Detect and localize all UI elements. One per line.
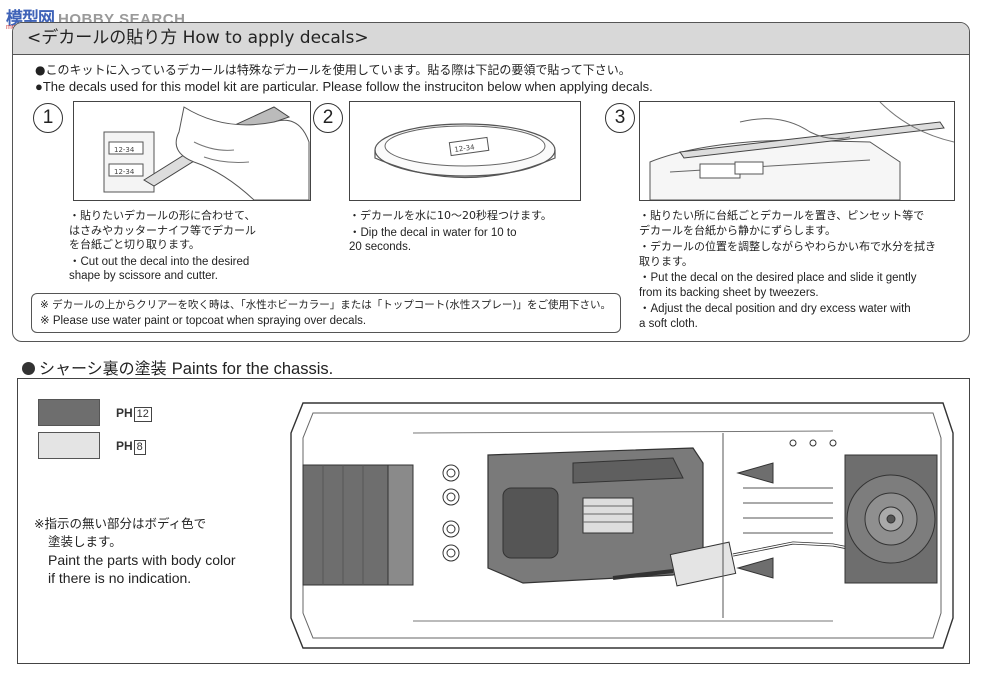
decal-section-header: <デカールの貼り方 How to apply decals>: [13, 23, 969, 55]
body-color-note: ※指示の無い部分はボディ色で 塗装します。 Paint the parts wi…: [34, 515, 236, 587]
cut-decal-illustration: 12-34 12-34: [103, 106, 310, 201]
decal-instructions-panel: <デカールの貼り方 How to apply decals> ●このキットに入っ…: [12, 22, 970, 342]
chassis-underside-diagram: [290, 402, 954, 649]
step-3-text-jp-1: ・貼りたい所に台紙ごとデカールを置き、ピンセット等で デカールを台紙から静かにず…: [639, 209, 925, 237]
paint-prefix: PH: [116, 439, 133, 453]
paint-swatch-ph12: [38, 399, 100, 426]
apply-decal-illustration: [649, 101, 955, 201]
decal-sample-label-3: 12-34: [454, 143, 476, 154]
step-2-text-en: ・Dip the decal in water for 10 to 20 sec…: [349, 226, 517, 254]
paint-number: 8: [133, 440, 146, 455]
chassis-title-en: Paints for the chassis.: [171, 360, 334, 378]
step-3-illustration: [639, 101, 955, 201]
paint-swatch-ph8: [38, 432, 100, 459]
decal-sample-label-1: 12-34: [114, 146, 135, 154]
body-note-en-2: if there is no indication.: [48, 570, 192, 586]
water-dish-illustration: 12-34: [374, 123, 556, 179]
step-2-number: 2: [313, 103, 343, 133]
step-2-text-jp: ・デカールを水に10～20秒程つけます。: [349, 209, 552, 222]
spray-note-box: ※ デカールの上からクリアーを吹く時は、「水性ホビーカラー」または「トップコート…: [31, 293, 621, 333]
step-2-illustration: 12-34: [349, 101, 581, 201]
step-3-text-en-2: ・Adjust the decal position and dry exces…: [639, 303, 911, 330]
body-note-en-1: Paint the parts with body color: [48, 552, 236, 568]
step-3-number: 3: [605, 103, 635, 133]
decal-sample-label-2: 12-34: [114, 168, 135, 176]
paint-number: 12: [133, 407, 152, 422]
step-1-text-en: ・Cut out the decal into the desired shap…: [69, 255, 250, 283]
paint-prefix: PH: [116, 406, 133, 420]
body-note-jp-2: 塗装します。: [48, 534, 122, 549]
spray-note-jp: ※ デカールの上からクリアーを吹く時は、「水性ホビーカラー」または「トップコート…: [40, 299, 611, 311]
step-1-number: 1: [33, 103, 63, 133]
decal-intro-en: ●The decals used for this model kit are …: [35, 79, 653, 94]
step-1-text-jp: ・貼りたいデカールの形に合わせて、 はさみやカッターナイフ等でデカール を台紙ご…: [69, 209, 256, 251]
step-1-text: ・貼りたいデカールの形に合わせて、 はさみやカッターナイフ等でデカール を台紙ご…: [69, 209, 319, 286]
spray-note-en: ※ Please use water paint or topcoat when…: [40, 315, 367, 327]
step-3-text-en-1: ・Put the decal on the desired place and …: [639, 272, 917, 299]
step-2-text: ・デカールを水に10～20秒程つけます。 ・Dip the decal in w…: [349, 209, 599, 257]
step-1-illustration: 12-34 12-34: [73, 101, 311, 201]
step-3-text: ・貼りたい所に台紙ごとデカールを置き、ピンセット等で デカールを台紙から静かにず…: [639, 209, 959, 333]
chassis-section-title: シャーシ裏の塗装 Paints for the chassis.: [22, 355, 333, 379]
decal-intro-jp: ●このキットに入っているデカールは特殊なデカールを使用しています。貼る際は下記の…: [35, 63, 631, 77]
chassis-title-jp: シャーシ裏の塗装: [39, 359, 167, 378]
body-note-jp-1: ※指示の無い部分はボディ色で: [34, 516, 207, 531]
bullet-dot-icon: [22, 362, 35, 375]
step-3-text-jp-2: ・デカールの位置を調整しながらやわらかい布で水分を拭き 取ります。: [639, 240, 936, 268]
